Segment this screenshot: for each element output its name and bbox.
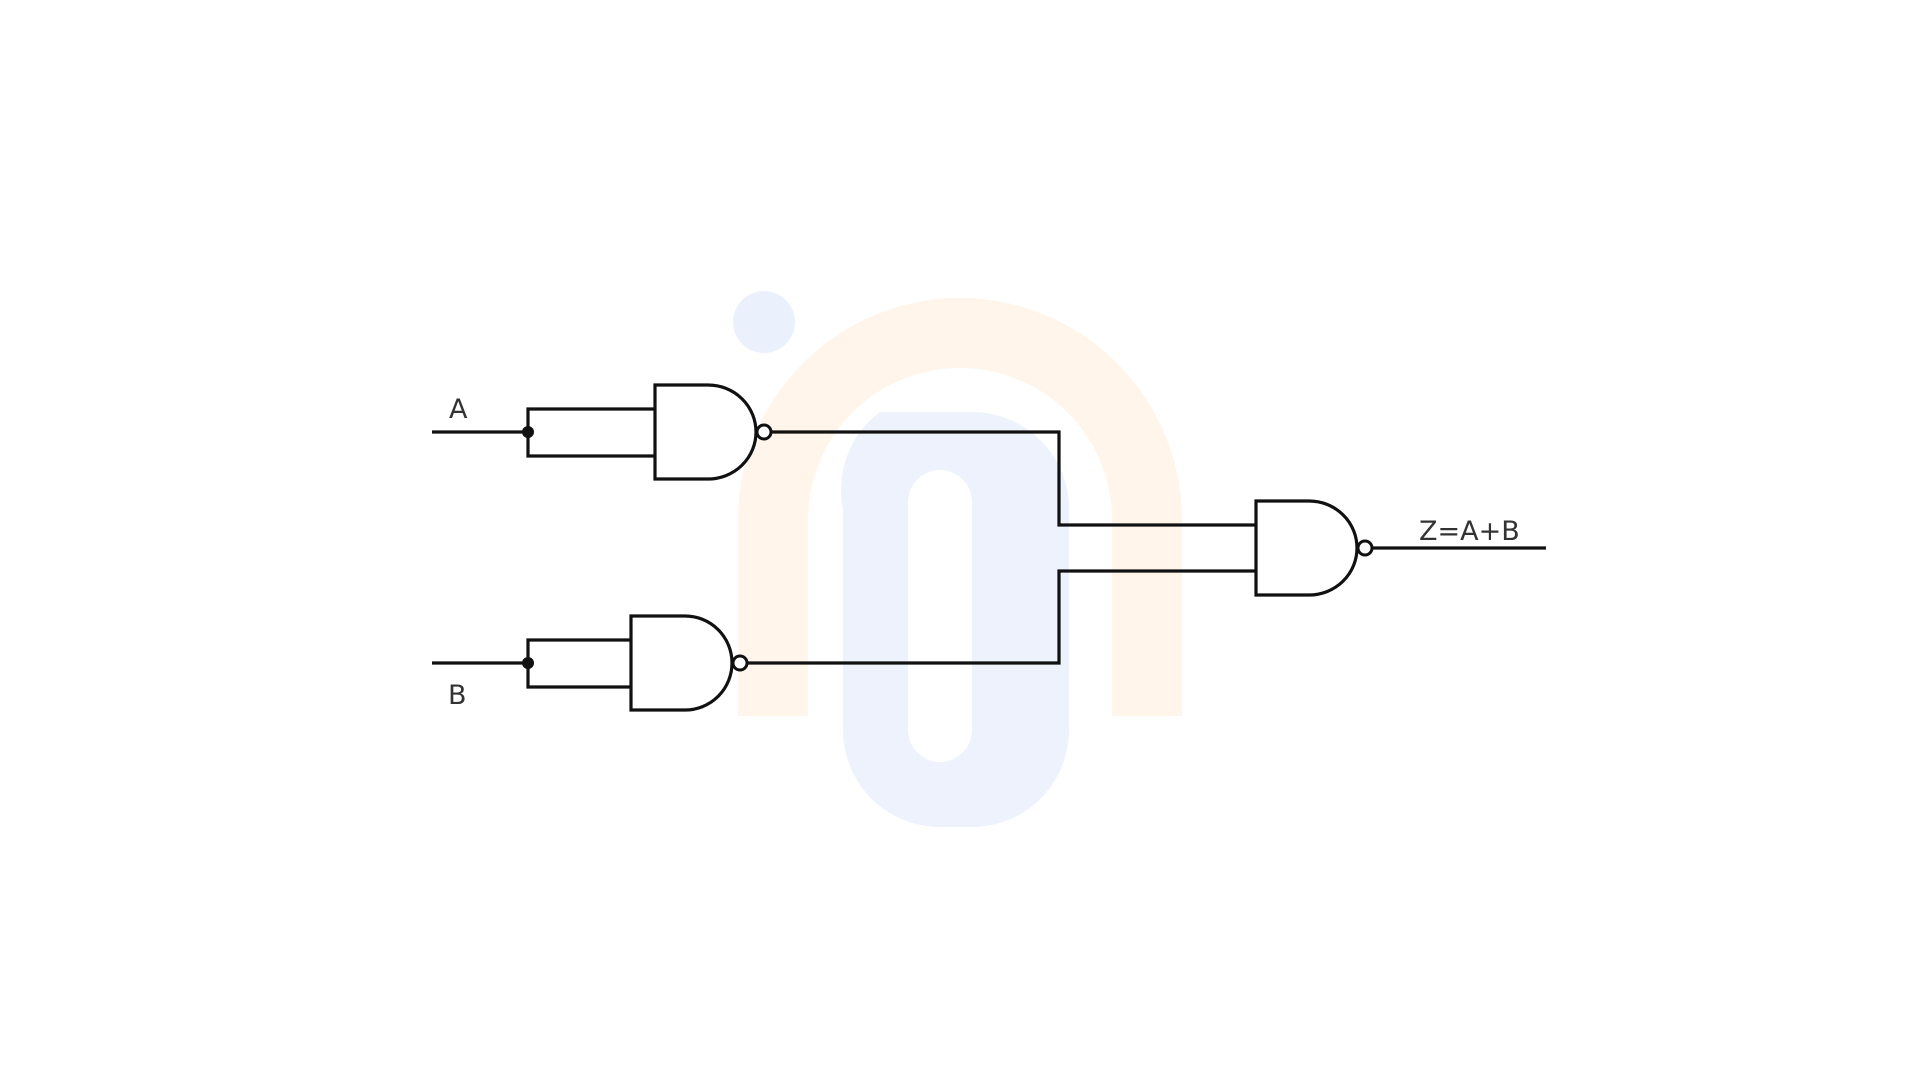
nand-gate-b-body — [629, 614, 734, 712]
wire-not-a — [771, 430, 1256, 527]
nand-gate-b — [629, 614, 749, 712]
watermark-logo — [733, 291, 1182, 827]
wire-b-split — [526, 638, 631, 689]
wire-not-b — [747, 569, 1256, 665]
label-input-a: A — [449, 394, 468, 425]
junction-dot-a — [522, 426, 534, 438]
label-output-z: Z=A+B — [1419, 516, 1520, 547]
nand-gate-a-body — [653, 383, 758, 481]
nand-gate-output — [1254, 499, 1546, 597]
nand-gate-a-bubble — [755, 423, 773, 441]
intermediate-wiring — [747, 430, 1256, 665]
watermark-arch — [738, 298, 1182, 716]
wire-a-split — [526, 407, 655, 458]
nand-gate-a — [653, 383, 773, 481]
watermark-dot — [733, 291, 795, 353]
input-b-wiring — [432, 638, 631, 689]
nand-gate-b-bubble — [731, 654, 749, 672]
watermark-letter — [841, 412, 1069, 827]
input-a-wiring — [432, 407, 655, 458]
label-input-b: B — [448, 680, 467, 711]
nand-gate-output-bubble — [1356, 539, 1374, 557]
nand-gate-output-body — [1254, 499, 1359, 597]
junction-dot-b — [522, 657, 534, 669]
